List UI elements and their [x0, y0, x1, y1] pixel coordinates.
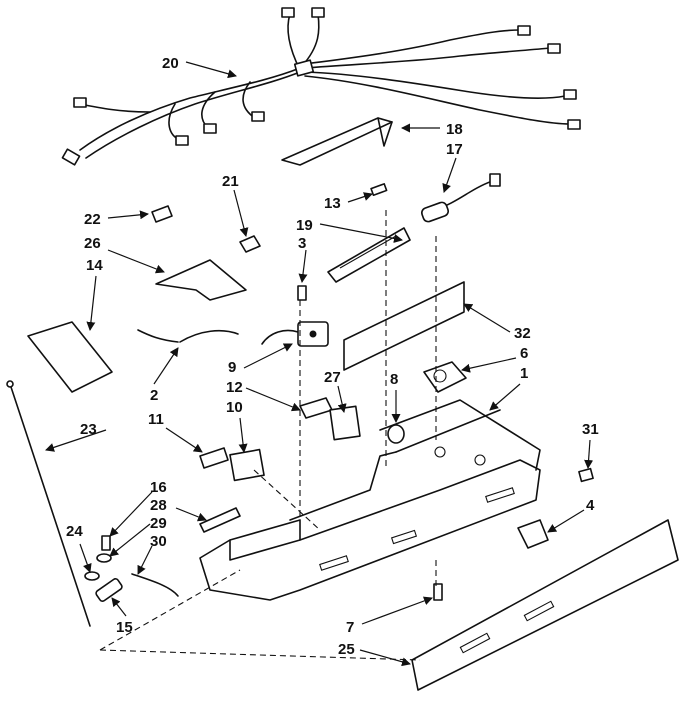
callout-14: 14	[86, 257, 103, 274]
part-26-shield	[155, 259, 247, 301]
part-4-switch	[517, 519, 549, 549]
part-32-panel	[343, 281, 465, 371]
callout-27: 27	[324, 369, 341, 386]
callout-20: 20	[162, 55, 179, 72]
callout-29: 29	[150, 515, 167, 532]
callout-12: 12	[226, 379, 243, 396]
callout-26: 26	[84, 235, 101, 252]
callout-17: 17	[446, 141, 463, 158]
part-25-front-panel	[411, 519, 679, 691]
callout-15: 15	[116, 619, 133, 636]
callout-28: 28	[150, 497, 167, 514]
callout-19: 19	[296, 217, 313, 234]
callout-6: 6	[520, 345, 528, 362]
part-27-label	[329, 405, 361, 441]
part-13-screw	[370, 183, 388, 197]
part-23-rod	[6, 380, 91, 627]
part-14-cover	[27, 321, 113, 393]
part-17-sensor-assembly	[420, 173, 501, 223]
callout-22: 22	[84, 211, 101, 228]
callout-24: 24	[66, 523, 83, 540]
callout-3: 3	[298, 235, 306, 252]
part-7-screw	[433, 583, 443, 601]
callout-16: 16	[150, 479, 167, 496]
part-16-screw	[101, 535, 111, 551]
callout-23: 23	[80, 421, 97, 438]
callout-32: 32	[514, 325, 531, 342]
callout-30: 30	[150, 533, 167, 550]
callout-4: 4	[586, 497, 595, 514]
part-6-timer	[423, 361, 467, 393]
callout-2: 2	[150, 387, 158, 404]
callout-11: 11	[148, 411, 164, 428]
part-3-screw	[297, 285, 307, 301]
callout-1: 1	[520, 365, 528, 382]
part-15-hinge-pin	[95, 578, 123, 602]
callout-labels: 20 18 17 13 19 21 3 22 26 14 2 9 12 27 1…	[66, 55, 599, 658]
callout-9: 9	[228, 359, 236, 376]
part-30-spring	[131, 573, 179, 597]
part-24-washer	[84, 571, 100, 581]
part-2-tubes	[137, 329, 239, 343]
callout-21: 21	[222, 173, 239, 190]
part-18-cover	[281, 117, 393, 166]
part-12-clip	[299, 397, 333, 419]
callout-13: 13	[324, 195, 341, 212]
callout-7: 7	[346, 619, 354, 636]
wiring-harness	[61, 7, 581, 166]
part-8-grommet	[387, 424, 405, 444]
part-22-clip	[151, 205, 173, 223]
callout-18: 18	[446, 121, 463, 138]
callout-8: 8	[390, 371, 398, 388]
part-21-clip	[239, 235, 261, 253]
callout-10: 10	[226, 399, 243, 416]
part-10-label	[229, 448, 265, 482]
part-1-housing	[199, 399, 541, 601]
part-11-bracket	[199, 447, 229, 469]
part-9-control	[261, 321, 329, 347]
part-19-heater	[327, 227, 411, 283]
leader-lines	[45, 61, 594, 667]
part-31-screw	[578, 467, 594, 483]
part-29-washer	[96, 553, 112, 563]
callout-25: 25	[338, 641, 355, 658]
callout-31: 31	[582, 421, 599, 438]
part-28-hinge-bracket	[199, 507, 241, 533]
